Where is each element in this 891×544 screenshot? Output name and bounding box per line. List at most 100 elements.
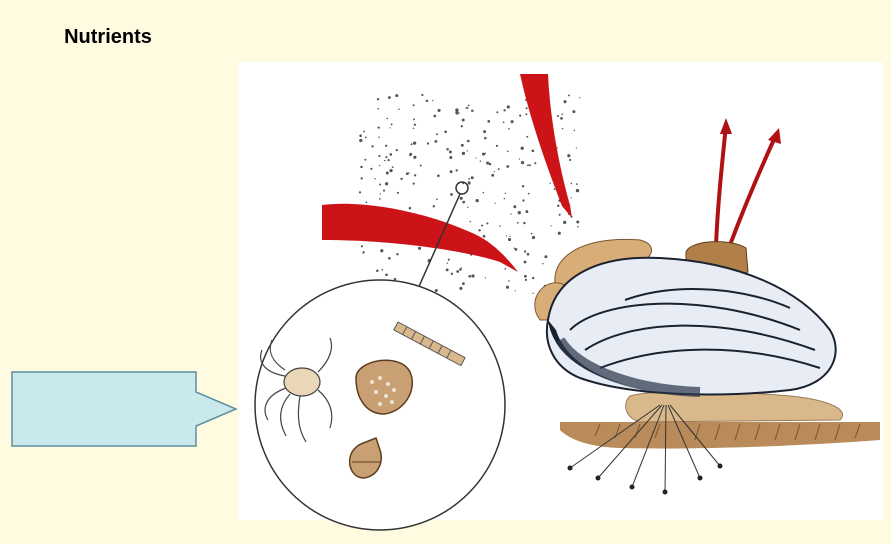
plankton-particle xyxy=(483,235,486,238)
plankton-particle xyxy=(559,214,561,216)
plankton-particle xyxy=(514,248,517,251)
plankton-particle xyxy=(388,257,391,260)
plankton-particle xyxy=(433,115,436,118)
plankton-particle xyxy=(436,198,438,200)
plankton-particle xyxy=(531,233,533,235)
plankton-particle xyxy=(519,115,521,117)
plankton-particle xyxy=(414,124,416,126)
plankton-particle xyxy=(413,118,415,120)
plankton-particle xyxy=(517,222,519,224)
plankton-particle xyxy=(378,155,380,157)
plankton-particle xyxy=(462,201,465,204)
plankton-particle xyxy=(508,238,511,241)
plankton-particle xyxy=(569,159,571,161)
plankton-particle xyxy=(381,269,383,271)
plankton-particle xyxy=(557,205,559,207)
plankton-particle xyxy=(380,249,383,252)
plankton-particle xyxy=(503,121,505,123)
plankton-particle xyxy=(481,224,483,226)
plankton-particle xyxy=(432,100,433,101)
plankton-particle xyxy=(526,107,528,109)
plankton-particle xyxy=(471,274,474,277)
plankton-particle xyxy=(436,133,438,135)
plankton-particle xyxy=(413,156,416,159)
plankton-particle xyxy=(506,235,507,236)
plankton-particle xyxy=(532,236,535,239)
plankton-particle xyxy=(396,149,398,151)
plankton-particle xyxy=(413,128,415,130)
plankton-particle xyxy=(509,236,510,237)
plankton-particle xyxy=(388,96,391,99)
plankton-particle xyxy=(461,267,462,268)
plankton-particle xyxy=(426,100,429,103)
plankton-particle xyxy=(498,168,500,170)
plankton-particle xyxy=(527,164,529,166)
plankton-particle xyxy=(503,109,505,111)
plankton-particle xyxy=(378,136,380,138)
plankton-particle xyxy=(451,273,453,275)
plankton-particle xyxy=(380,193,381,194)
plankton-particle xyxy=(557,115,559,117)
plankton-particle xyxy=(450,170,453,173)
plankton-particle xyxy=(496,145,498,147)
plankton-particle xyxy=(450,193,453,196)
plankton-particle xyxy=(572,110,575,113)
plankton-particle xyxy=(522,185,524,187)
plankton-particle xyxy=(379,183,381,185)
plankton-particle xyxy=(496,111,498,113)
plankton-particle xyxy=(475,157,476,158)
plankton-particle xyxy=(467,206,468,207)
plankton-particle xyxy=(577,226,579,228)
plankton-particle xyxy=(444,130,447,133)
plankton-particle xyxy=(467,140,470,143)
plankton-particle xyxy=(378,126,380,128)
plankton-particle xyxy=(485,153,487,155)
plankton-particle xyxy=(576,189,579,192)
plankton-particle xyxy=(483,192,485,194)
plankton-particle xyxy=(519,158,520,159)
plankton-particle xyxy=(542,263,544,265)
plankton-particle xyxy=(421,94,423,96)
plankton-particle xyxy=(456,270,459,273)
plankton-particle xyxy=(448,259,450,261)
plankton-particle xyxy=(521,147,524,150)
plankton-particle xyxy=(468,182,470,184)
plankton-particle xyxy=(524,250,526,252)
plankton-particle xyxy=(387,159,389,161)
plankton-particle xyxy=(467,150,468,151)
plankton-particle xyxy=(394,278,397,281)
plankton-particle xyxy=(560,117,563,120)
plankton-particle xyxy=(507,105,510,108)
plankton-particle xyxy=(427,142,429,144)
plankton-particle xyxy=(446,148,449,151)
plankton-particle xyxy=(528,193,530,195)
plankton-particle xyxy=(525,113,527,115)
plankton-particle xyxy=(392,166,394,168)
plankton-particle xyxy=(363,131,365,133)
plankton-particle xyxy=(460,197,463,200)
plankton-particle xyxy=(503,198,505,200)
plankton-particle xyxy=(563,100,566,103)
plankton-particle xyxy=(549,183,550,184)
plankton-particle xyxy=(433,205,435,207)
plankton-particle xyxy=(567,154,570,157)
plankton-particle xyxy=(418,247,421,250)
plankton-particle xyxy=(420,165,422,167)
plankton-particle xyxy=(554,188,556,190)
plankton-particle xyxy=(386,118,388,120)
plankton-particle xyxy=(397,192,399,194)
plankton-particle xyxy=(396,253,398,255)
plankton-particle xyxy=(506,286,509,289)
plankton-particle xyxy=(383,190,385,192)
plankton-particle xyxy=(526,136,528,138)
plankton-particle xyxy=(462,282,465,285)
plankton-particle xyxy=(487,120,490,123)
plankton-particle xyxy=(504,268,506,270)
plankton-particle xyxy=(532,149,535,152)
plankton-particle xyxy=(508,128,510,130)
plankton-particle xyxy=(518,211,521,214)
plankton-particle xyxy=(471,109,474,112)
plankton-particle xyxy=(544,255,547,258)
callout-arrow-shape xyxy=(12,372,236,446)
plankton-particle xyxy=(550,225,551,226)
